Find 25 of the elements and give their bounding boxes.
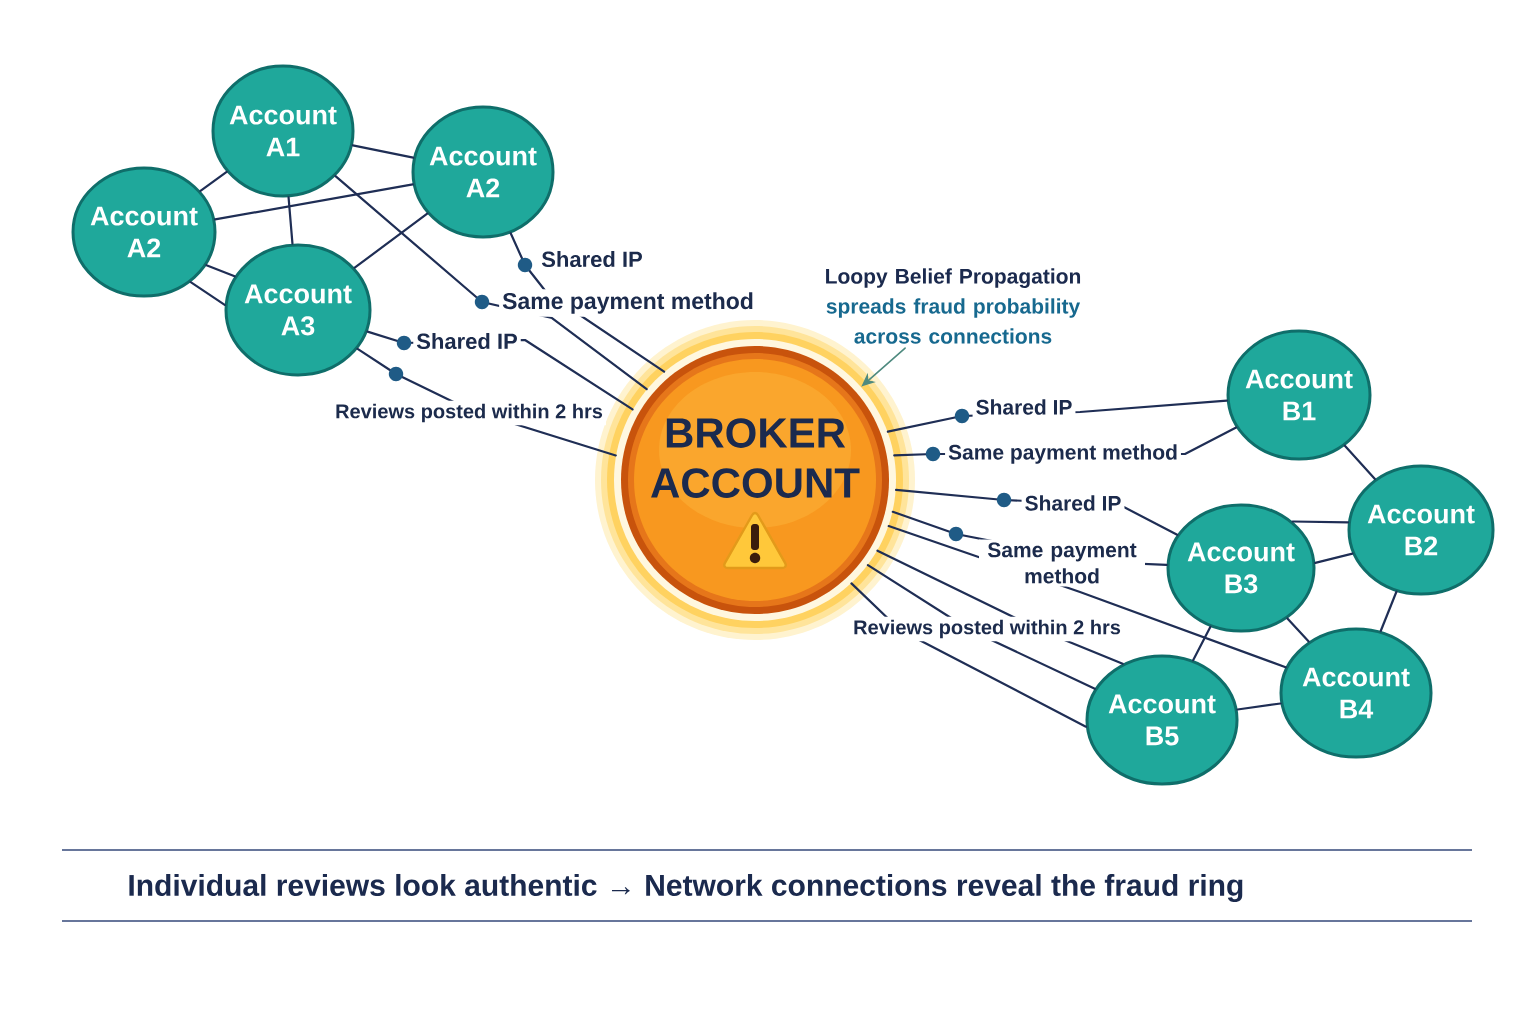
connector-line [1286,617,1310,643]
connector-line [189,281,226,306]
edge-label: Same payment method [979,539,1145,587]
connector-line [1379,590,1398,633]
connector-line [353,212,429,269]
connector-line [199,170,228,193]
edge-label: Shared IP [972,396,1076,418]
connector-line [1236,702,1282,711]
connector-line [1343,444,1376,481]
connector-line [1192,625,1212,662]
edge-label: Shared IP [538,247,646,271]
caption-text: Individual reviews look authentic → Network connections reveal the fraud ring [129,873,1243,903]
connector-line [1291,520,1350,524]
edge-label: Shared IP [413,329,521,353]
connector-line [287,196,294,245]
arrow [861,347,906,387]
edge-label: Same payment method [499,289,757,317]
connector-line [351,144,415,159]
connector-line [205,264,236,278]
edge-label: Shared IP [1021,492,1125,514]
connector-line [214,183,414,221]
edge-label: Reviews posted within 2 hrs [332,400,606,426]
edge-label: Reviews posted within 2 hrs [850,616,1124,642]
edge-label: Same payment method [945,441,1181,467]
connector-line [1314,552,1354,564]
